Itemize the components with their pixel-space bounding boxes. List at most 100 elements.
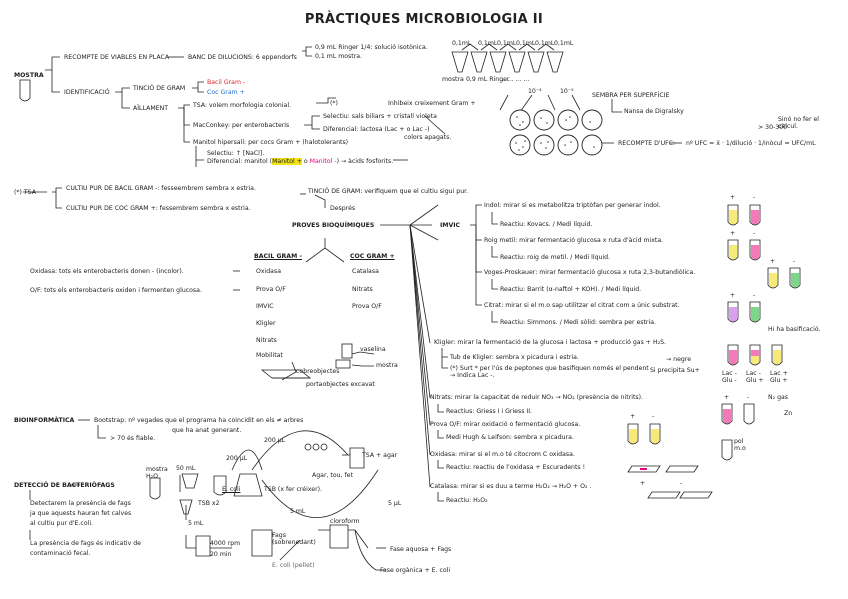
bioinformatica: BIOINFORMÀTICA	[14, 417, 75, 424]
plus-2: +	[730, 230, 736, 237]
det-line-4: La presència de fags és indicativ de	[30, 540, 141, 547]
diferencial2: Diferencial: manitol (Manitol + o Manito…	[207, 158, 393, 165]
plus-3: +	[770, 258, 776, 265]
fiable: > 70 és fiable.	[110, 435, 156, 442]
det-line-1: Detectarem la presència de fags	[30, 500, 131, 507]
rpm: 4000 rpm	[210, 540, 241, 547]
kligler-tub: Tub de Kligler: sembra x picadura i estr…	[450, 354, 579, 361]
cloroform: cloroform	[330, 518, 360, 525]
voges: Voges-Proskauer: mirar fermentació gluco…	[484, 269, 696, 276]
left-item-oxidasa: Oxidasa	[256, 268, 281, 275]
det-line-2: ja que aquests hauran fet calves	[30, 510, 132, 517]
negre: → negre	[666, 356, 692, 363]
deteccio-bacteriofags: DETECCIÓ DE BACTERIÒFAGS	[14, 482, 115, 489]
ecoli: E. coli	[222, 486, 241, 493]
manitol-neg: Manitol -	[309, 158, 337, 165]
ul200-b: 200 µL	[264, 437, 286, 444]
ufc-formula: nº UFC = x̄ · 1/dilució · 1/inòcul = UFC…	[686, 140, 816, 147]
dil-label-5: 0,1mL	[535, 40, 555, 47]
inhibeix: Inhibeix creixement Gram +	[388, 100, 476, 107]
label-1e-4: 10⁻⁴	[528, 88, 542, 95]
tsa-desc: TSA: volem morfologia colonial.	[193, 102, 292, 109]
roig-reactiu: Reactiu: roig de metil. / Medi líquid.	[500, 254, 610, 261]
lac-label-2: Lac - Glu +	[746, 370, 764, 384]
voges-reactiu: Reactiu: Barrit (α-naftol + KOH). / Medi…	[500, 286, 642, 293]
colors-apagats: colors apagats.	[404, 134, 452, 141]
portaobjectes: portaobjectes excavat	[306, 381, 375, 388]
lac-label-1: Lac - Glu -	[722, 370, 737, 384]
citrat-reactiu: Reactiu: Simmons. / Medi sòlid: sembra p…	[500, 319, 656, 326]
left-item-of: Prova O/F	[256, 286, 286, 293]
bootstrap2: que ha anat generant.	[172, 427, 242, 434]
bacil-gram-neg: Bacil Gram -	[207, 79, 246, 86]
min: 20 min	[210, 551, 232, 558]
recompte-ufc: RECOMPTE D'UFC:	[618, 140, 676, 147]
minus-2: -	[753, 230, 756, 237]
page-title: PRÀCTIQUES MICROBIOLOGIA II	[304, 12, 544, 27]
manitol: Manitol hipersalí: per cocs Gram + (halo…	[193, 139, 349, 146]
precipita: Si precipita Su+	[650, 367, 700, 374]
acids: ) → àcids fosforits.	[336, 158, 394, 165]
diferencial2-text: Diferencial: manitol (	[207, 158, 273, 165]
minus-1: -	[753, 194, 756, 201]
tsb-x2: TSB x2	[198, 500, 220, 507]
oxidasa-reactiu: Reactiu: reactiu de l'oxidasa + Escurade…	[446, 464, 586, 471]
tsa-mark: (*)	[330, 100, 338, 107]
oxidasa-note: Oxidasa: tots els enterobacteris donen -…	[30, 268, 184, 275]
ul200-a: 200 µL	[226, 455, 248, 462]
det-line-5: contaminació fecal.	[30, 550, 91, 557]
manitol-pos: Manitol +	[272, 158, 302, 165]
zn-label: Zn	[784, 410, 793, 417]
coc-gram-pos: Coc Gram +	[207, 89, 245, 96]
proves-bioquimiques: PROVES BIOQUÍMIQUES	[292, 222, 375, 229]
ringer-b: 0,1 mL mostra.	[315, 53, 363, 60]
left-item-kligler: Kligler	[256, 320, 276, 327]
indol-reactiu: Reactiu: Kovacs. / Medi líquid.	[500, 221, 593, 228]
bacil-header: BACIL GRAM -	[254, 253, 302, 260]
n2-gas: N₂ gas	[768, 394, 789, 401]
prova-of: Prova O/F: mirar oxidació o fermentació …	[430, 421, 581, 428]
of-note: O/F: tots els enterobacteris oxiden i fe…	[30, 287, 202, 294]
cultiu-coc: CULTIU PUR DE COC GRAM +: fessembrem sem…	[66, 205, 251, 212]
agar-tou: Agar, tou, fet	[312, 472, 353, 479]
fags-sobrenedant: Fags (sobrenedant)	[272, 532, 316, 546]
dil-label-4: 0,1mL	[516, 40, 536, 47]
tsa-mark-2: (*) TSA	[14, 189, 36, 196]
ml50: 50 mL	[176, 465, 196, 472]
banc-dilucions: BANC DE DILUCIONS: 6 eppendorfs	[188, 54, 297, 61]
cultiu-bacil: CULTIU PUR DE BACIL GRAM -: fesseembrem …	[66, 185, 256, 192]
dil-label-2: 0,1mL	[478, 40, 498, 47]
label-mostra: mostra	[442, 76, 464, 83]
o-word: o	[303, 158, 308, 165]
ml5-b: 5 mL	[290, 508, 306, 515]
nitrats: Nitrats: mirar la capacitat de reduir NO…	[430, 394, 644, 401]
catalasa-reactiu: Reactiu: H₂O₂	[446, 497, 488, 504]
citrat: Citrat: mirar si el m.o sap utilitzar el…	[484, 302, 680, 309]
sembra-superficie: SEMBRA PER SUPERFÍCIE	[592, 92, 670, 99]
tincio-verif: TINCIÓ DE GRAM: verifiquem que el cultiu…	[308, 188, 469, 195]
plus-7: +	[640, 480, 646, 487]
pol-mo: pol m.o	[734, 438, 746, 452]
ml5-a: 5 mL	[188, 520, 204, 527]
label-1e-5: 10⁻⁵	[560, 88, 574, 95]
dil-label-3: 0,1mL	[497, 40, 517, 47]
ufc-note: Sinó no fer el càlcul.	[778, 116, 820, 130]
nansa-digralsky: Nansa de Digralsky	[624, 108, 684, 115]
dil-label-6: 0,1mL	[554, 40, 574, 47]
minus-4: -	[753, 292, 756, 299]
right-item-nitrats: Nitrats	[352, 286, 373, 293]
left-item-mobilitat: Mobilitat	[256, 352, 283, 359]
right-item-catalasa: Catalasa	[352, 268, 379, 275]
minus-3: -	[793, 258, 796, 265]
prova-of-reactiu: Medi Hugh & Leifson: sembra x picadura.	[446, 434, 574, 441]
coc-header: COC GRAM +	[350, 253, 395, 260]
cobreobjectes: cobreobjectes	[296, 368, 340, 375]
tincio-gram: TINCIÓ DE GRAM	[133, 85, 186, 92]
ecoli-pellet: E. coli (pellet)	[272, 562, 315, 569]
ufc-range: > 30-300	[758, 124, 788, 131]
vaselina: vaselina	[360, 346, 386, 353]
minus-5: -	[747, 394, 750, 401]
mostra-h2o: mostra H₂O	[146, 466, 168, 480]
recompte-viables: RECOMPTE DE VIABLES EN PLACA	[64, 54, 170, 61]
